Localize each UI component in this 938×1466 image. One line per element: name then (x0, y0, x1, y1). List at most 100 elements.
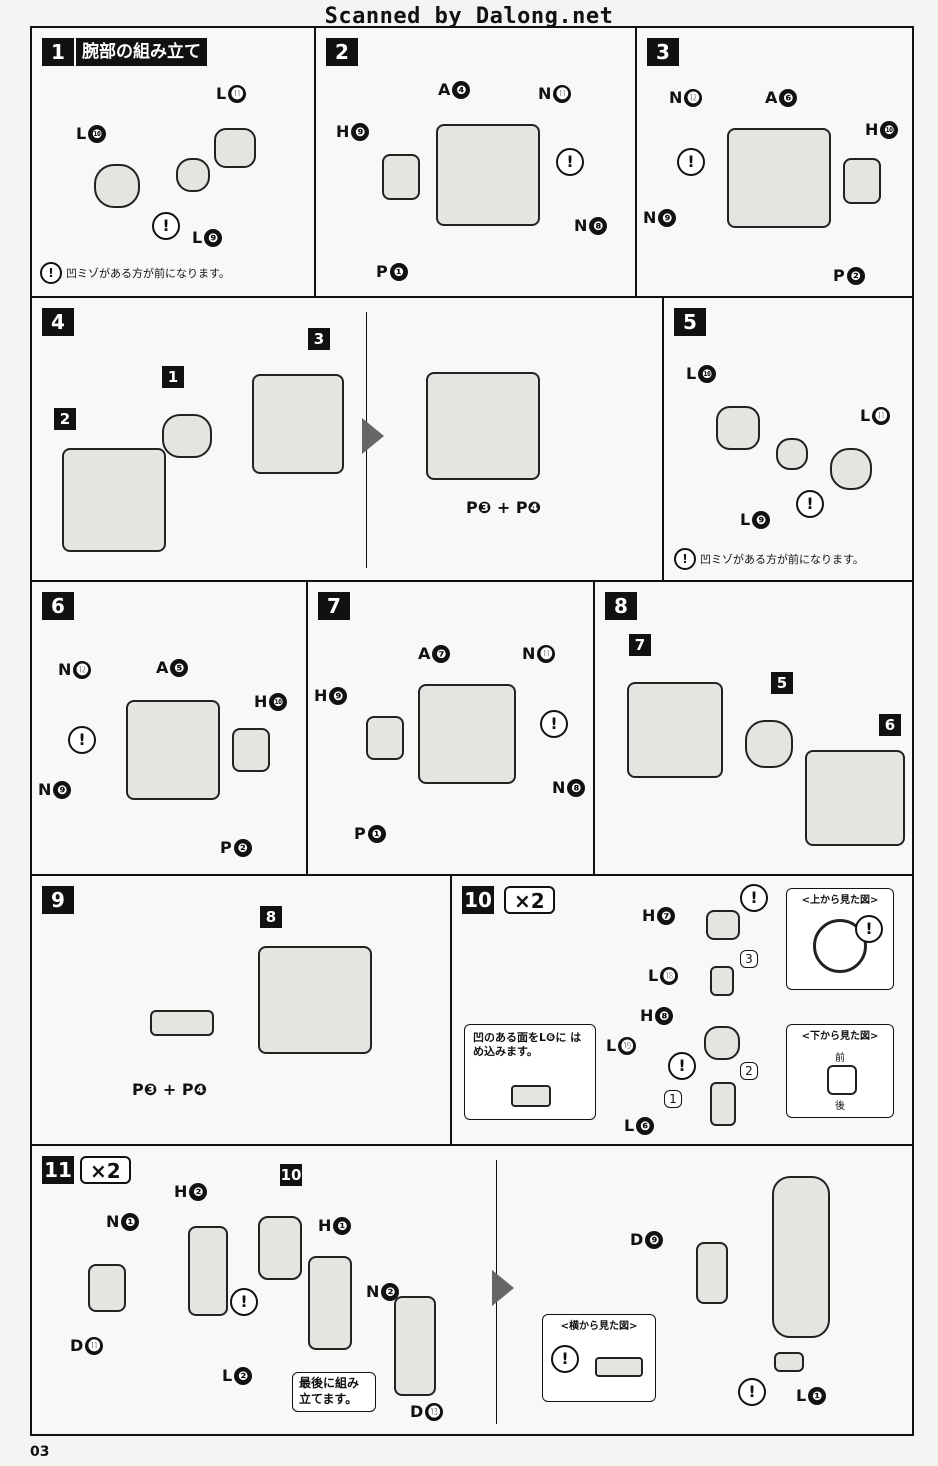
warning-icon: ! (796, 490, 824, 518)
order-number: 2 (740, 1062, 758, 1080)
back-label: 後 (835, 1101, 845, 1112)
step-note: !凹ミゾがある方が前になります。 (674, 548, 864, 570)
last-note-box: 最後に組み 立てます。 (292, 1372, 376, 1412)
multiplier-badge: ×2 (504, 886, 555, 914)
step-8-panel: 8 7 5 6 (593, 580, 914, 876)
armor-part (126, 700, 220, 800)
armor-part (258, 946, 372, 1054)
multiplier-badge: ×2 (80, 1156, 131, 1184)
armor-part (88, 1264, 126, 1312)
front-label: 前 (835, 1053, 845, 1064)
step-number: 7 (318, 592, 350, 620)
step-number: 3 (647, 38, 679, 66)
warning-icon: ! (68, 726, 96, 754)
joint-part (710, 1082, 736, 1126)
top-view-ring (813, 919, 867, 973)
armor-part (727, 128, 831, 228)
sub-assembly-number: 6 (879, 714, 901, 736)
warning-icon: ! (674, 548, 696, 570)
armor-part (394, 1296, 436, 1396)
warning-icon: ! (540, 710, 568, 738)
step-number: 11 (42, 1156, 74, 1184)
joint-part (704, 1026, 740, 1060)
joint-part (716, 406, 760, 450)
armor-part (252, 374, 344, 474)
top-view-title: <上から見た図> (801, 895, 879, 906)
step-number: 8 (605, 592, 637, 620)
combo-label: P❸ + P❹ (132, 1080, 208, 1099)
order-number: 3 (740, 950, 758, 968)
joint-part (745, 720, 793, 768)
armor-part (772, 1176, 830, 1338)
armor-part (62, 448, 166, 552)
step-4-panel: 4 2 1 3 P❸ + P❹ (30, 296, 664, 582)
step-number: 2 (326, 38, 358, 66)
side-view-title: <横から見た図> (560, 1321, 638, 1332)
joint-part (710, 966, 734, 996)
order-number: 1 (664, 1090, 682, 1108)
joint-part (258, 1216, 302, 1280)
sub-assembly-number: 7 (629, 634, 651, 656)
fit-part (511, 1085, 551, 1107)
joint-part (162, 414, 212, 458)
warning-icon: ! (738, 1378, 766, 1406)
warning-icon: ! (677, 148, 705, 176)
joint-part (94, 164, 140, 208)
step-number: 1 (42, 38, 74, 66)
warning-icon: ! (855, 915, 883, 943)
step-title: 腕部の組み立て (76, 38, 207, 66)
side-view-shape (595, 1357, 643, 1377)
sub-assembly-number: 8 (260, 906, 282, 928)
warning-icon: ! (40, 262, 62, 284)
combo-label: P❸ + P❹ (466, 498, 542, 517)
bottom-view-box: <下から見た図> 前 後 (786, 1024, 894, 1118)
step-number: 4 (42, 308, 74, 336)
arrow-icon (362, 418, 384, 454)
side-view-box: <横から見た図> ! (542, 1314, 656, 1402)
sub-assembly-number: 3 (308, 328, 330, 350)
warning-icon: ! (551, 1345, 579, 1373)
sub-assembly-number: 10 (280, 1164, 302, 1186)
armor-part (308, 1256, 352, 1350)
warning-icon: ! (230, 1288, 258, 1316)
warning-icon: ! (740, 884, 768, 912)
armor-part (150, 1010, 214, 1036)
watermark: Scanned by Dalong.net (324, 4, 614, 29)
step-number: 5 (674, 308, 706, 336)
armor-part (382, 154, 420, 200)
step-9-panel: 9 8 P❸ + P❹ (30, 874, 452, 1146)
arrow-icon (492, 1270, 514, 1306)
step-number: 9 (42, 886, 74, 914)
step-number: 6 (42, 592, 74, 620)
